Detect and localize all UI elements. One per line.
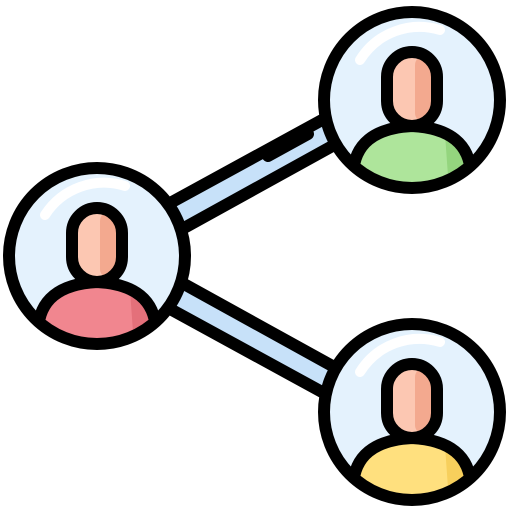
person-node-left bbox=[3, 162, 191, 350]
connector-top bbox=[163, 114, 345, 234]
person-node-bottom-right bbox=[318, 318, 506, 506]
connector-bottom bbox=[163, 278, 345, 398]
person-node-top-right bbox=[318, 6, 506, 194]
